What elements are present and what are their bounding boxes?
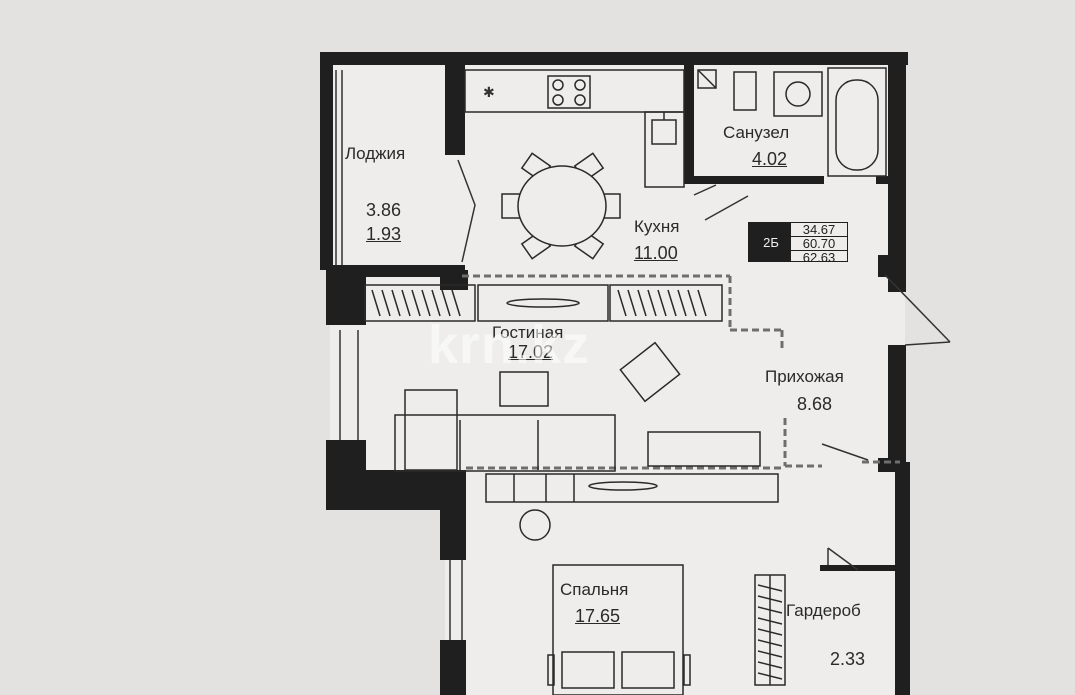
dressing-rack: [754, 574, 786, 686]
bed: [547, 564, 691, 695]
watermark: krn.kz: [428, 315, 591, 375]
apartment-area-living: 34.67: [791, 223, 847, 237]
kitchen-counter: [464, 69, 685, 188]
window-lines: [335, 70, 463, 640]
bathroom-fixtures: [697, 67, 887, 177]
bedroom-area: 17.65: [575, 606, 621, 626]
bathroom-area: 4.02: [752, 149, 788, 169]
hall-label: Прихожая: [765, 367, 844, 386]
kitchen-label: Кухня: [634, 217, 680, 236]
living-wardrobe: [364, 284, 723, 322]
living-label: Гостиная: [492, 323, 564, 342]
bathroom-label: Санузел: [723, 123, 790, 142]
floor-area: [330, 58, 905, 695]
exterior-walls: [320, 52, 910, 695]
bedroom-label: Спальня: [560, 580, 629, 599]
doors: [457, 159, 951, 571]
dashed-partitions: [462, 274, 900, 470]
apartment-area-table: 34.67 60.70 62.63: [790, 222, 848, 265]
apartment-area-full: 62.63: [802, 250, 836, 265]
dining-table: [501, 152, 621, 260]
wardrobe-label: Гардероб: [786, 601, 861, 620]
hall-area: 8.68: [797, 394, 833, 414]
living-area: 17.02: [508, 342, 554, 362]
loggia-area-reduced: 1.93: [366, 224, 402, 244]
wardrobe-area: 2.33: [830, 649, 866, 669]
fridge-icon: ✱: [483, 85, 495, 101]
loggia-label: Лоджия: [345, 144, 406, 163]
loggia-area: 3.86: [366, 200, 402, 220]
kitchen-area: 11.00: [634, 243, 678, 263]
bedroom-wardrobe: [485, 473, 779, 541]
apartment-type-badge: 2Б: [752, 222, 790, 262]
apartment-area-total: 60.70: [791, 237, 847, 251]
interior-walls: [330, 65, 892, 290]
living-furniture: [394, 341, 761, 472]
